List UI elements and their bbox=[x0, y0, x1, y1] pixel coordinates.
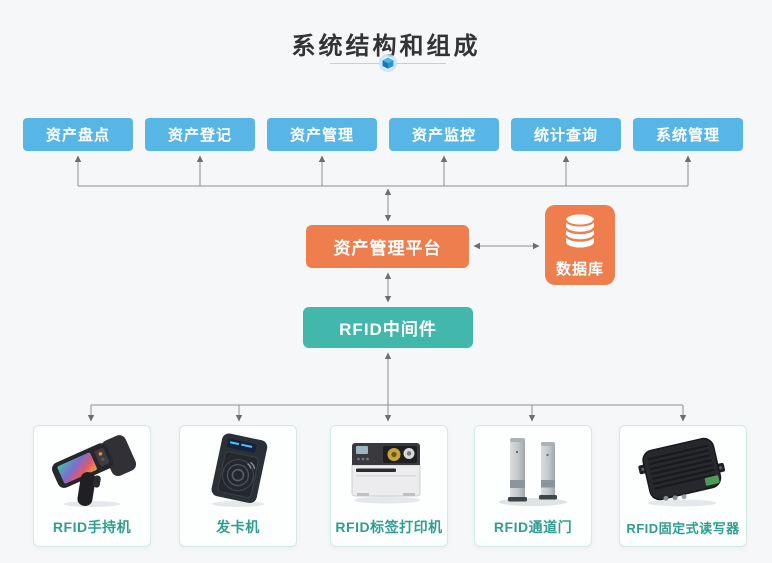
module-label: 资产监控 bbox=[411, 127, 476, 144]
platform-label: 资产管理平台 bbox=[333, 239, 442, 258]
cube-icon bbox=[378, 53, 398, 73]
fixed-rfid-reader-icon bbox=[620, 430, 746, 512]
database-label: 数据库 bbox=[555, 260, 604, 278]
device-card-card-issuer: 发卡机 bbox=[179, 425, 297, 547]
module-label: 统计查询 bbox=[533, 127, 598, 144]
device-card-gate: RFID通道门 bbox=[474, 425, 592, 547]
module-label: 系统管理 bbox=[655, 127, 720, 144]
module-box-asset-monitoring: 资产监控 bbox=[389, 118, 499, 151]
module-label: 资产登记 bbox=[167, 127, 232, 144]
device-label: RFID固定式读写器 bbox=[626, 521, 740, 536]
platform-box: 资产管理平台 bbox=[306, 225, 469, 268]
module-label: 资产管理 bbox=[289, 127, 354, 144]
module-box-system-management: 系统管理 bbox=[633, 118, 743, 151]
database-box: 数据库 bbox=[545, 205, 615, 285]
rfid-label-printer-icon bbox=[331, 430, 447, 512]
device-label: RFID标签打印机 bbox=[335, 519, 443, 535]
middleware-box: RFID中间件 bbox=[303, 307, 473, 348]
database-icon bbox=[561, 212, 599, 257]
device-label: 发卡机 bbox=[216, 519, 260, 535]
card-issuer-icon bbox=[180, 430, 296, 512]
handheld-rfid-reader-icon bbox=[34, 430, 150, 512]
device-label: RFID通道门 bbox=[493, 519, 573, 535]
rfid-gate-icon bbox=[475, 430, 591, 512]
module-box-asset-registration: 资产登记 bbox=[145, 118, 255, 151]
module-label: 资产盘点 bbox=[45, 127, 110, 144]
module-box-asset-inventory: 资产盘点 bbox=[23, 118, 133, 151]
device-label: RFID手持机 bbox=[52, 519, 132, 535]
middleware-label: RFID中间件 bbox=[339, 320, 437, 339]
device-card-handheld: RFID手持机 bbox=[33, 425, 151, 547]
device-card-fixed-reader: RFID固定式读写器 bbox=[619, 425, 747, 547]
module-box-asset-management: 资产管理 bbox=[267, 118, 377, 151]
device-card-label-printer: RFID标签打印机 bbox=[330, 425, 448, 547]
module-box-statistics-query: 统计查询 bbox=[511, 118, 621, 151]
